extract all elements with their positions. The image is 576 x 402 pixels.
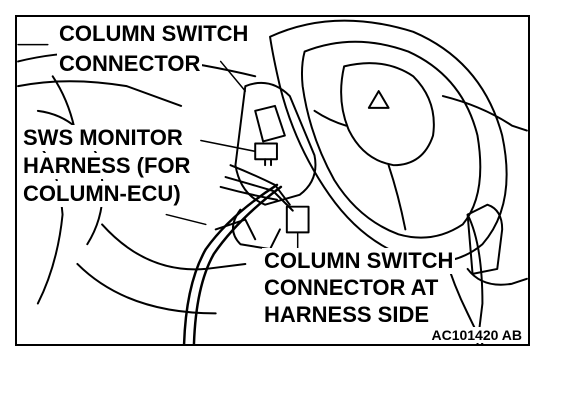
column-shroud-detail: [254, 104, 286, 143]
bracket: [232, 208, 281, 251]
label-column-switch-connector-1: COLUMN SWITCH: [57, 21, 251, 47]
sws-harness-wire-2: [192, 185, 283, 344]
label-sws-monitor-1: SWS MONITOR: [21, 125, 185, 151]
spoke-left: [313, 109, 348, 127]
knee-panel: [101, 223, 247, 271]
spoke-lower: [387, 164, 407, 231]
leader-column-switch: [219, 60, 247, 92]
steering-hub: [340, 62, 435, 167]
label-harness-side-1: COLUMN SWITCH: [262, 248, 456, 274]
sws-harness-wire: [182, 183, 279, 344]
column-switch-connector: [254, 142, 278, 161]
wire-bundle-2: [224, 176, 294, 212]
label-harness-side-3: HARNESS SIDE: [262, 302, 432, 328]
shift-lever: [466, 203, 504, 275]
label-sws-monitor-3: COLUMN-ECU): [21, 181, 183, 207]
label-column-switch-connector-2: CONNECTOR: [57, 51, 203, 77]
connector-clip: [264, 158, 273, 167]
figure-code: AC101420 AB: [429, 327, 524, 343]
diagram-frame: COLUMN SWITCH CONNECTOR SWS MONITOR HARN…: [15, 15, 530, 346]
label-harness-side-2: CONNECTOR AT: [262, 275, 441, 301]
console-edge: [441, 95, 528, 132]
harness-side-connector: [285, 205, 310, 234]
column-shroud: [234, 81, 317, 206]
hub-emblem: [367, 90, 390, 109]
steering-column-illustration: [17, 19, 528, 344]
steering-wheel-rim: [269, 19, 508, 263]
label-sws-monitor-2: HARNESS (FOR: [21, 153, 193, 179]
steering-wheel-rim-inner: [300, 40, 482, 239]
leader-sws-monitor: [200, 139, 256, 153]
wire-bundle-3: [219, 185, 278, 201]
dashboard-lower-edge: [17, 80, 183, 107]
lever-boot: [466, 267, 528, 286]
leader-sws-low: [165, 213, 207, 226]
console-panel: [466, 213, 484, 344]
